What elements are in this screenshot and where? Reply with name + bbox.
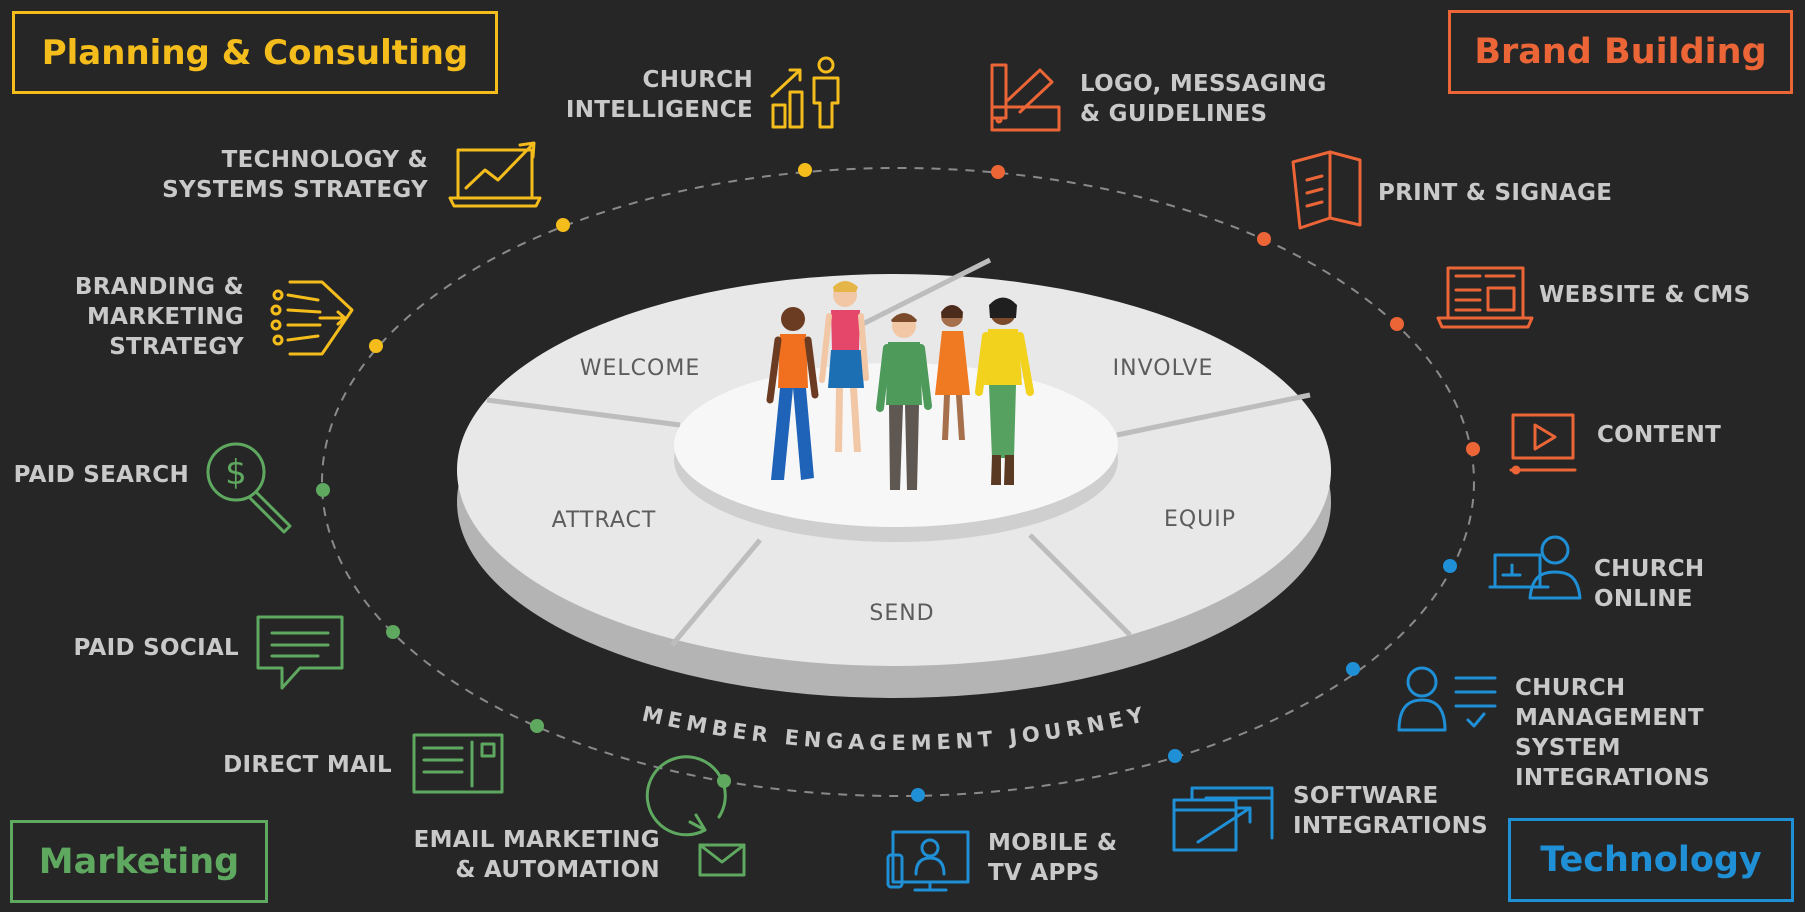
person-pink-shirt <box>819 281 869 452</box>
laptop-person-icon <box>1488 535 1582 600</box>
people-illustration <box>766 281 1034 490</box>
dot-website-cms <box>1390 317 1404 331</box>
video-play-icon <box>1509 413 1577 475</box>
dot-mobile-tv <box>911 788 925 802</box>
label-direct-mail: DIRECT MAIL <box>223 752 392 778</box>
dot-church-management <box>1346 662 1360 676</box>
svg-text:$: $ <box>225 453 247 493</box>
label-church-intelligence: CHURCH INTELLIGENCE <box>565 67 753 123</box>
email-refresh-icon <box>645 755 746 877</box>
person-orange-shirt <box>766 307 819 480</box>
orbit-ellipse <box>321 167 1475 797</box>
postcard-icon <box>412 733 504 794</box>
label-mobile-tv: MOBILE & TV APPS <box>988 830 1118 886</box>
dollar-magnifier-icon: $ <box>206 442 292 534</box>
dot-technology-systems <box>556 218 570 232</box>
brochure-icon <box>1291 150 1362 230</box>
wheel-divider <box>486 397 681 428</box>
dot-branding-marketing <box>369 339 383 353</box>
wheel-divider <box>1116 392 1311 438</box>
dot-logo-messaging <box>991 165 1005 179</box>
category-marketing: Marketing <box>10 820 268 903</box>
dot-paid-social <box>386 625 400 639</box>
category-technology: Technology <box>1508 818 1794 902</box>
orbit-dots <box>316 163 1480 802</box>
person-green-sweater <box>876 313 932 490</box>
label-content: CONTENT <box>1597 422 1722 448</box>
dot-software-integrations <box>1168 749 1182 763</box>
category-brand-building: Brand Building <box>1448 10 1793 94</box>
segment-welcome: WELCOME <box>580 356 700 381</box>
bar-chart-person-icon <box>770 56 840 129</box>
segment-involve: INVOLVE <box>1113 356 1214 381</box>
person-orange-dress <box>935 305 970 440</box>
chat-bubble-icon <box>256 615 344 690</box>
category-planning-consulting: Planning & Consulting <box>12 11 498 94</box>
dot-church-online <box>1443 559 1457 573</box>
dot-print-signage <box>1257 232 1271 246</box>
tv-remote-icon <box>886 830 970 892</box>
label-website-cms: WEBSITE & CMS <box>1539 282 1751 308</box>
label-church-management: CHURCH MANAGEMENT SYSTEM INTEGRATIONS <box>1515 675 1711 791</box>
label-paid-social: PAID SOCIAL <box>73 635 239 661</box>
dot-direct-mail <box>530 719 544 733</box>
website-laptop-icon <box>1436 266 1534 329</box>
laptop-growth-icon <box>448 141 542 208</box>
swatch-icon <box>990 63 1061 132</box>
label-software-integrations: SOFTWARE INTEGRATIONS <box>1293 783 1489 839</box>
person-yellow-jacket <box>975 297 1034 485</box>
label-print-signage: PRINT & SIGNAGE <box>1378 180 1613 206</box>
segment-equip: EQUIP <box>1164 507 1236 532</box>
label-branding-marketing: BRANDING & MARKETING STRATEGY <box>74 274 244 360</box>
segment-send: SEND <box>869 601 934 626</box>
label-paid-search: PAID SEARCH <box>13 462 189 488</box>
person-checklist-icon <box>1397 666 1497 732</box>
label-logo-messaging: LOGO, MESSAGING & GUIDELINES <box>1080 71 1327 127</box>
windows-arrow-icon <box>1172 786 1274 852</box>
wheel-divider <box>670 538 762 647</box>
segment-attract: ATTRACT <box>552 508 657 533</box>
label-technology-systems: TECHNOLOGY & SYSTEMS STRATEGY <box>162 147 428 203</box>
dot-content <box>1466 442 1480 456</box>
funnel-arrows-icon <box>270 280 354 356</box>
label-email-marketing: EMAIL MARKETING & AUTOMATION <box>413 827 660 883</box>
wheel-divider <box>1028 533 1132 637</box>
journey-arc-label: MEMBER ENGAGEMENT JOURNEY <box>640 702 1150 755</box>
label-church-online: CHURCH ONLINE <box>1594 556 1705 612</box>
dot-church-intelligence <box>798 163 812 177</box>
dot-paid-search <box>316 483 330 497</box>
